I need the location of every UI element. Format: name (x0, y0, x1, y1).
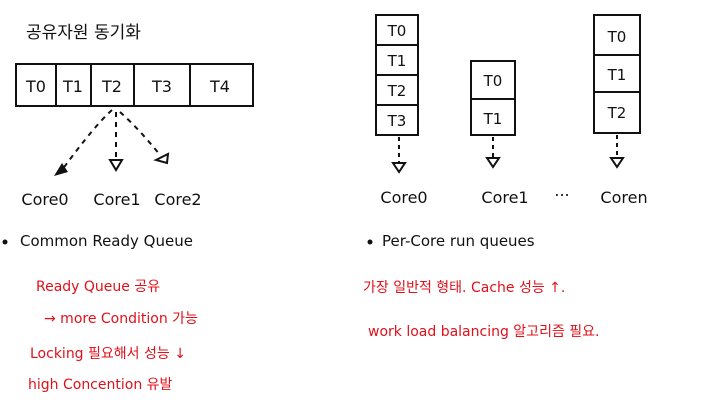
rq1-task-1: T1 (483, 110, 503, 128)
rq0-task-3: T3 (387, 112, 407, 130)
queue-task-3: T3 (151, 77, 172, 96)
queue-task-2: T2 (101, 77, 122, 96)
rq0-task-1: T1 (387, 52, 407, 70)
rqn-task-1: T1 (607, 66, 627, 84)
left-core-2: Core2 (154, 190, 201, 209)
arrow-to-core2 (119, 111, 161, 156)
left-note-2: Locking 필요해서 성능 ↓ (30, 346, 186, 362)
rq1-task-0: T0 (483, 72, 503, 90)
right-core-0: Core0 (380, 188, 427, 207)
left-note-0: Ready Queue 공유 (36, 279, 160, 295)
right-heading: Per-Core run queues (382, 232, 535, 250)
bullet-dot-right (367, 239, 373, 245)
left-note-1: → more Condition 가능 (44, 311, 198, 327)
right-note-1: work load balancing 알고리즘 필요. (368, 324, 600, 340)
core-arrows (391, 135, 625, 174)
right-note-0: 가장 일반적 형태. Cache 성능 ↑. (363, 280, 565, 296)
rqn-task-2: T2 (607, 104, 627, 122)
common-ready-queue: T0 T1 T2 T3 T4 (15, 63, 254, 107)
left-heading: Common Ready Queue (20, 232, 193, 250)
left-core-0: Core0 (21, 190, 68, 209)
dispatch-arrows (54, 109, 170, 176)
right-core-n: Coren (600, 188, 647, 207)
run-queue-coren: T0 T1 T2 (593, 14, 641, 134)
left-note-3: high Concention 유발 (28, 377, 173, 393)
run-queue-core1: T0 T1 (470, 60, 516, 136)
rq0-task-2: T2 (387, 82, 407, 100)
rqn-task-0: T0 (607, 28, 627, 46)
queue-task-1: T1 (62, 77, 83, 96)
title-text: 공유자원 동기화 (26, 23, 141, 43)
queue-task-0: T0 (25, 77, 46, 96)
run-queue-core0: T0 T1 T2 T3 (375, 14, 419, 136)
bullet-dot (2, 239, 8, 245)
queue-task-4: T4 (209, 77, 230, 96)
right-core-1: Core1 (481, 188, 528, 207)
arrow-to-core0 (61, 109, 113, 171)
ellipsis: ... (554, 181, 569, 200)
left-core-1: Core1 (93, 190, 140, 209)
rq0-task-0: T0 (387, 22, 407, 40)
